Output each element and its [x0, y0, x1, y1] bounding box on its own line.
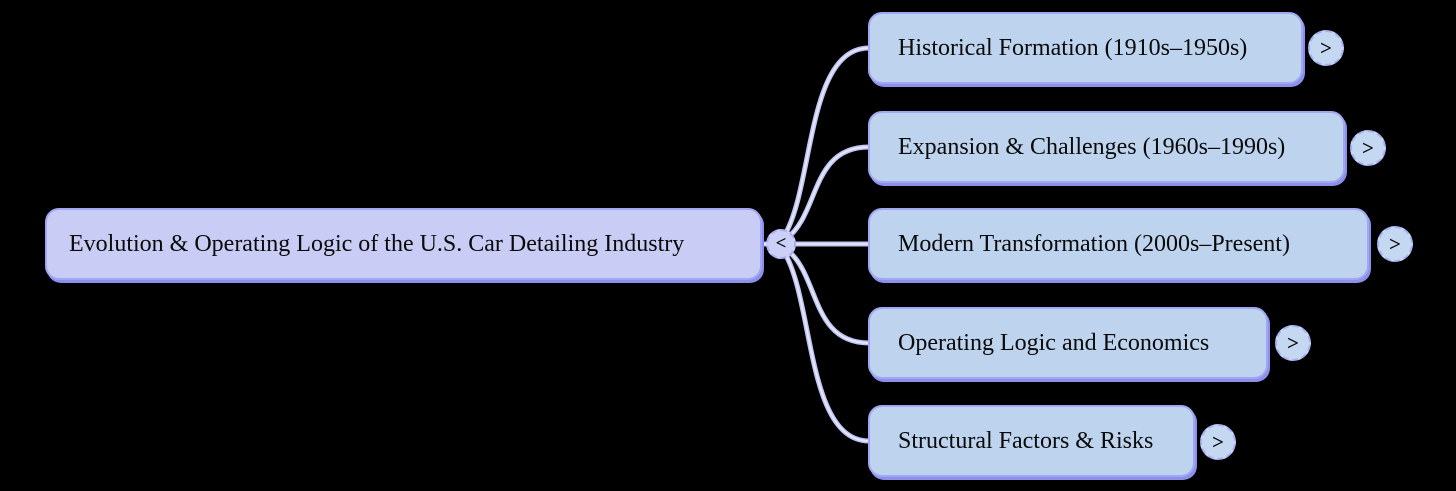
expand-icon: > [1389, 231, 1401, 256]
branch-node-label: Modern Transformation (2000s–Present) [898, 230, 1290, 257]
expand-button-structural-factors[interactable]: > [1200, 424, 1236, 460]
expand-button-modern-transformation[interactable]: > [1377, 226, 1413, 262]
expand-button-historical-formation[interactable]: > [1308, 30, 1344, 66]
collapse-icon: < [775, 233, 787, 254]
expand-icon: > [1320, 35, 1332, 60]
branch-node-modern-transformation[interactable]: Modern Transformation (2000s–Present) [868, 208, 1369, 280]
root-node[interactable]: Evolution & Operating Logic of the U.S. … [45, 208, 762, 280]
expand-button-operating-logic[interactable]: > [1275, 325, 1311, 361]
root-node-label: Evolution & Operating Logic of the U.S. … [69, 230, 685, 257]
branch-node-historical-formation[interactable]: Historical Formation (1910s–1950s) [868, 12, 1303, 84]
branch-node-label: Historical Formation (1910s–1950s) [898, 34, 1248, 61]
branch-node-operating-logic[interactable]: Operating Logic and Economics [868, 307, 1268, 379]
expand-icon: > [1362, 135, 1374, 160]
collapse-button[interactable]: < [766, 229, 796, 259]
connector-branch-1 [781, 45, 872, 239]
expand-icon: > [1287, 330, 1299, 355]
branch-node-label: Structural Factors & Risks [898, 427, 1154, 454]
branch-node-label: Operating Logic and Economics [898, 329, 1210, 356]
connector-branch-5 [781, 249, 872, 444]
branch-node-expansion-challenges[interactable]: Expansion & Challenges (1960s–1990s) [868, 111, 1345, 183]
branch-node-structural-factors[interactable]: Structural Factors & Risks [868, 405, 1195, 477]
branch-node-label: Expansion & Challenges (1960s–1990s) [898, 133, 1286, 160]
expand-icon: > [1212, 429, 1224, 454]
expand-button-expansion-challenges[interactable]: > [1350, 130, 1386, 166]
